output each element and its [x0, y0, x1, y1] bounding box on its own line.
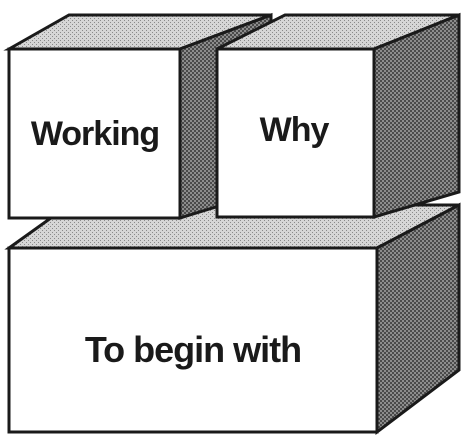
block-to-begin-with-front-face — [7, 246, 379, 434]
block-to-begin-with: To begin with — [4, 202, 461, 436]
block-label-working: Working — [31, 115, 159, 153]
block-why-side-face — [372, 12, 461, 220]
block-label-to-begin-with: To begin with — [85, 329, 301, 370]
block-why-front-face — [215, 47, 376, 219]
block-why: Why — [215, 12, 461, 220]
block-working-front-face — [7, 47, 182, 220]
block-label-why: Why — [260, 111, 330, 149]
